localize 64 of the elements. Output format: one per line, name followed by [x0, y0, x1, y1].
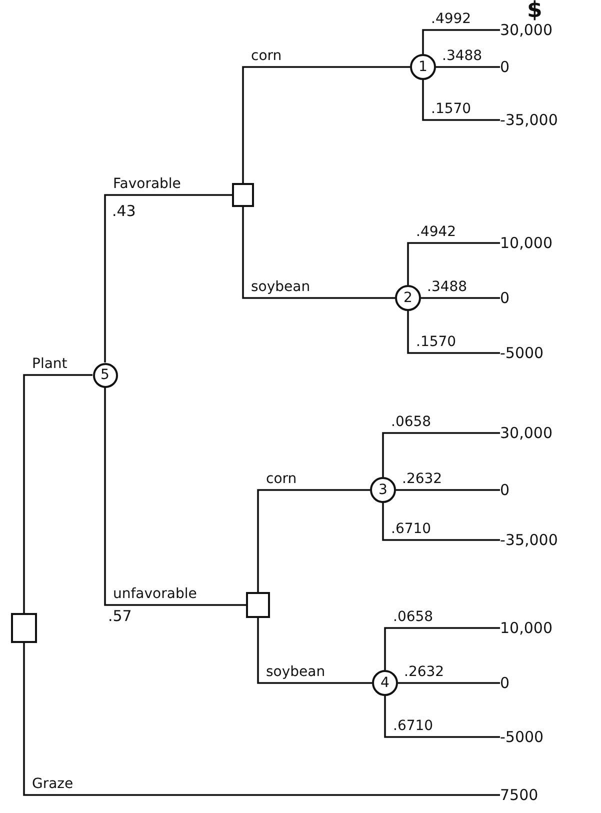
payoff-value: 0: [500, 673, 510, 693]
tree-branch: [407, 311, 500, 354]
payoff-value: 30,000: [500, 423, 552, 443]
branch-label: .6710: [393, 718, 434, 734]
branch-label: .3488: [442, 48, 482, 64]
branch-label: .6710: [391, 521, 432, 537]
branch-label: .0658: [391, 414, 432, 430]
payoff-value: -5000: [500, 727, 544, 747]
chance-node: 3: [370, 477, 396, 503]
tree-branch: [104, 194, 232, 362]
branch-label: .1570: [431, 101, 472, 117]
tree-branch: [384, 696, 500, 738]
payoff-value: 10,000: [500, 618, 552, 638]
tree-branch: [104, 388, 246, 606]
payoff-value: -35,000: [500, 110, 558, 130]
tree-branch: [436, 66, 500, 68]
tree-branch: [257, 489, 370, 592]
tree-branch: [382, 432, 500, 477]
chance-node: 5: [92, 362, 118, 388]
payoff-value: 30,000: [500, 20, 552, 40]
tree-branch: [382, 503, 500, 541]
branch-label: .4992: [431, 11, 472, 27]
decision-node: [11, 613, 37, 643]
tree-branch: [23, 643, 500, 796]
payoff-value: 0: [500, 480, 510, 500]
payoff-value: 0: [500, 288, 510, 308]
tree-branch: [396, 489, 500, 491]
payoff-value: -5000: [500, 343, 544, 363]
branch-label: .2632: [404, 664, 444, 680]
branch-label: Plant: [32, 356, 68, 372]
tree-branch: [407, 242, 500, 285]
tree-branch: [242, 207, 395, 299]
branch-label: .3488: [427, 279, 468, 295]
tree-branch: [422, 80, 500, 121]
tree-branch: [422, 29, 500, 54]
tree-branch: [398, 682, 500, 684]
tree-branch: [384, 627, 500, 670]
currency-header: $: [527, 2, 542, 20]
branch-label: corn: [251, 48, 282, 64]
branch-label: corn: [266, 471, 297, 487]
decision-node: [246, 592, 270, 618]
payoff-value: 10,000: [500, 233, 552, 253]
branch-label: .4942: [416, 224, 456, 240]
chance-node: 1: [410, 54, 436, 80]
branch-label: .1570: [416, 334, 456, 350]
tree-branch: [242, 66, 410, 183]
branch-label: .0658: [393, 609, 434, 625]
branch-label: soybean: [251, 279, 310, 295]
chance-node: 4: [372, 670, 398, 696]
branch-label: Graze: [32, 776, 74, 792]
payoff-value: 0: [500, 57, 510, 77]
branch-label: unfavorable: [113, 586, 197, 602]
probability-label: .43: [112, 202, 136, 220]
decision-node: [232, 183, 254, 207]
probability-label: .57: [108, 607, 132, 625]
branch-label: Favorable: [113, 176, 181, 192]
payoff-value: 7500: [500, 785, 538, 805]
tree-branch: [257, 618, 372, 684]
tree-branch: [421, 297, 500, 299]
payoff-value: -35,000: [500, 530, 558, 550]
chance-node: 2: [395, 285, 421, 311]
branch-label: .2632: [402, 471, 442, 487]
branch-label: soybean: [266, 664, 326, 680]
tree-branch: [23, 374, 92, 613]
